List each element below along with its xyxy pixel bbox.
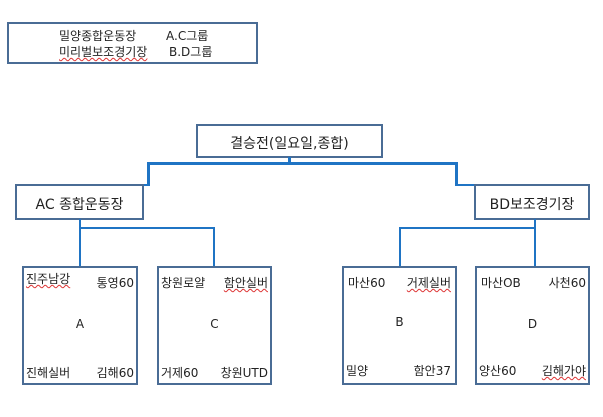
venue-ac-label: AC 종합운동장 [35, 197, 124, 213]
team: 진해실버 [26, 366, 71, 380]
group-b-box: 마산60 거제실버 B 밀양 함안37 [342, 266, 457, 385]
connector [455, 184, 475, 186]
legend-venue-1: 밀양종합운동장 [59, 29, 137, 43]
team: 거제60 [161, 366, 199, 380]
team: 거제실버 [406, 276, 451, 290]
connector [213, 227, 215, 267]
group-c-box: 창원로얄 함안실버 C 거제60 창원UTD [157, 266, 272, 385]
legend-box: 밀양종합운동장 A.C그룹 미리벌보조경기장 B.D그룹 [7, 22, 258, 64]
final-label: 결승전(일요일,종합) [230, 136, 349, 152]
team: 통영60 [96, 276, 134, 290]
group-a-box: 진주남강 통영60 A 진해실버 김해60 [22, 266, 138, 385]
team: 함안실버 [223, 276, 268, 290]
venue-ac-box: AC 종합운동장 [15, 184, 144, 220]
connector [143, 184, 150, 186]
connector [399, 227, 401, 267]
legend-group-2: B.D그룹 [169, 45, 213, 59]
team: 진주남강 [26, 272, 71, 286]
team: 김해가야 [541, 364, 586, 378]
connector [79, 227, 215, 229]
group-label: C [210, 317, 219, 331]
team: 함안37 [413, 364, 451, 378]
venue-bd-label: BD보조경기장 [489, 197, 575, 213]
legend-group-1: A.C그룹 [166, 29, 209, 43]
group-d-box: 마산OB 사천60 D 양산60 김해가야 [475, 266, 590, 385]
connector [455, 162, 458, 185]
team: 김해60 [96, 366, 134, 380]
connector [534, 219, 536, 267]
group-label: B [395, 315, 404, 329]
team: 양산60 [479, 364, 517, 378]
legend-venue-2: 미리벌보조경기장 [59, 45, 148, 59]
team: 밀양 [346, 364, 369, 378]
final-box: 결승전(일요일,종합) [196, 124, 383, 158]
team: 마산60 [348, 276, 386, 290]
connector [79, 219, 81, 267]
connector [399, 227, 536, 229]
team: 창원로얄 [161, 276, 206, 290]
connector [147, 162, 458, 165]
team: 사천60 [548, 276, 586, 290]
venue-bd-box: BD보조경기장 [474, 184, 590, 220]
group-label: D [527, 317, 538, 331]
connector [147, 162, 150, 185]
connector [288, 157, 291, 164]
group-label: A [75, 317, 85, 331]
team: 창원UTD [220, 366, 268, 380]
team: 마산OB [481, 276, 521, 290]
